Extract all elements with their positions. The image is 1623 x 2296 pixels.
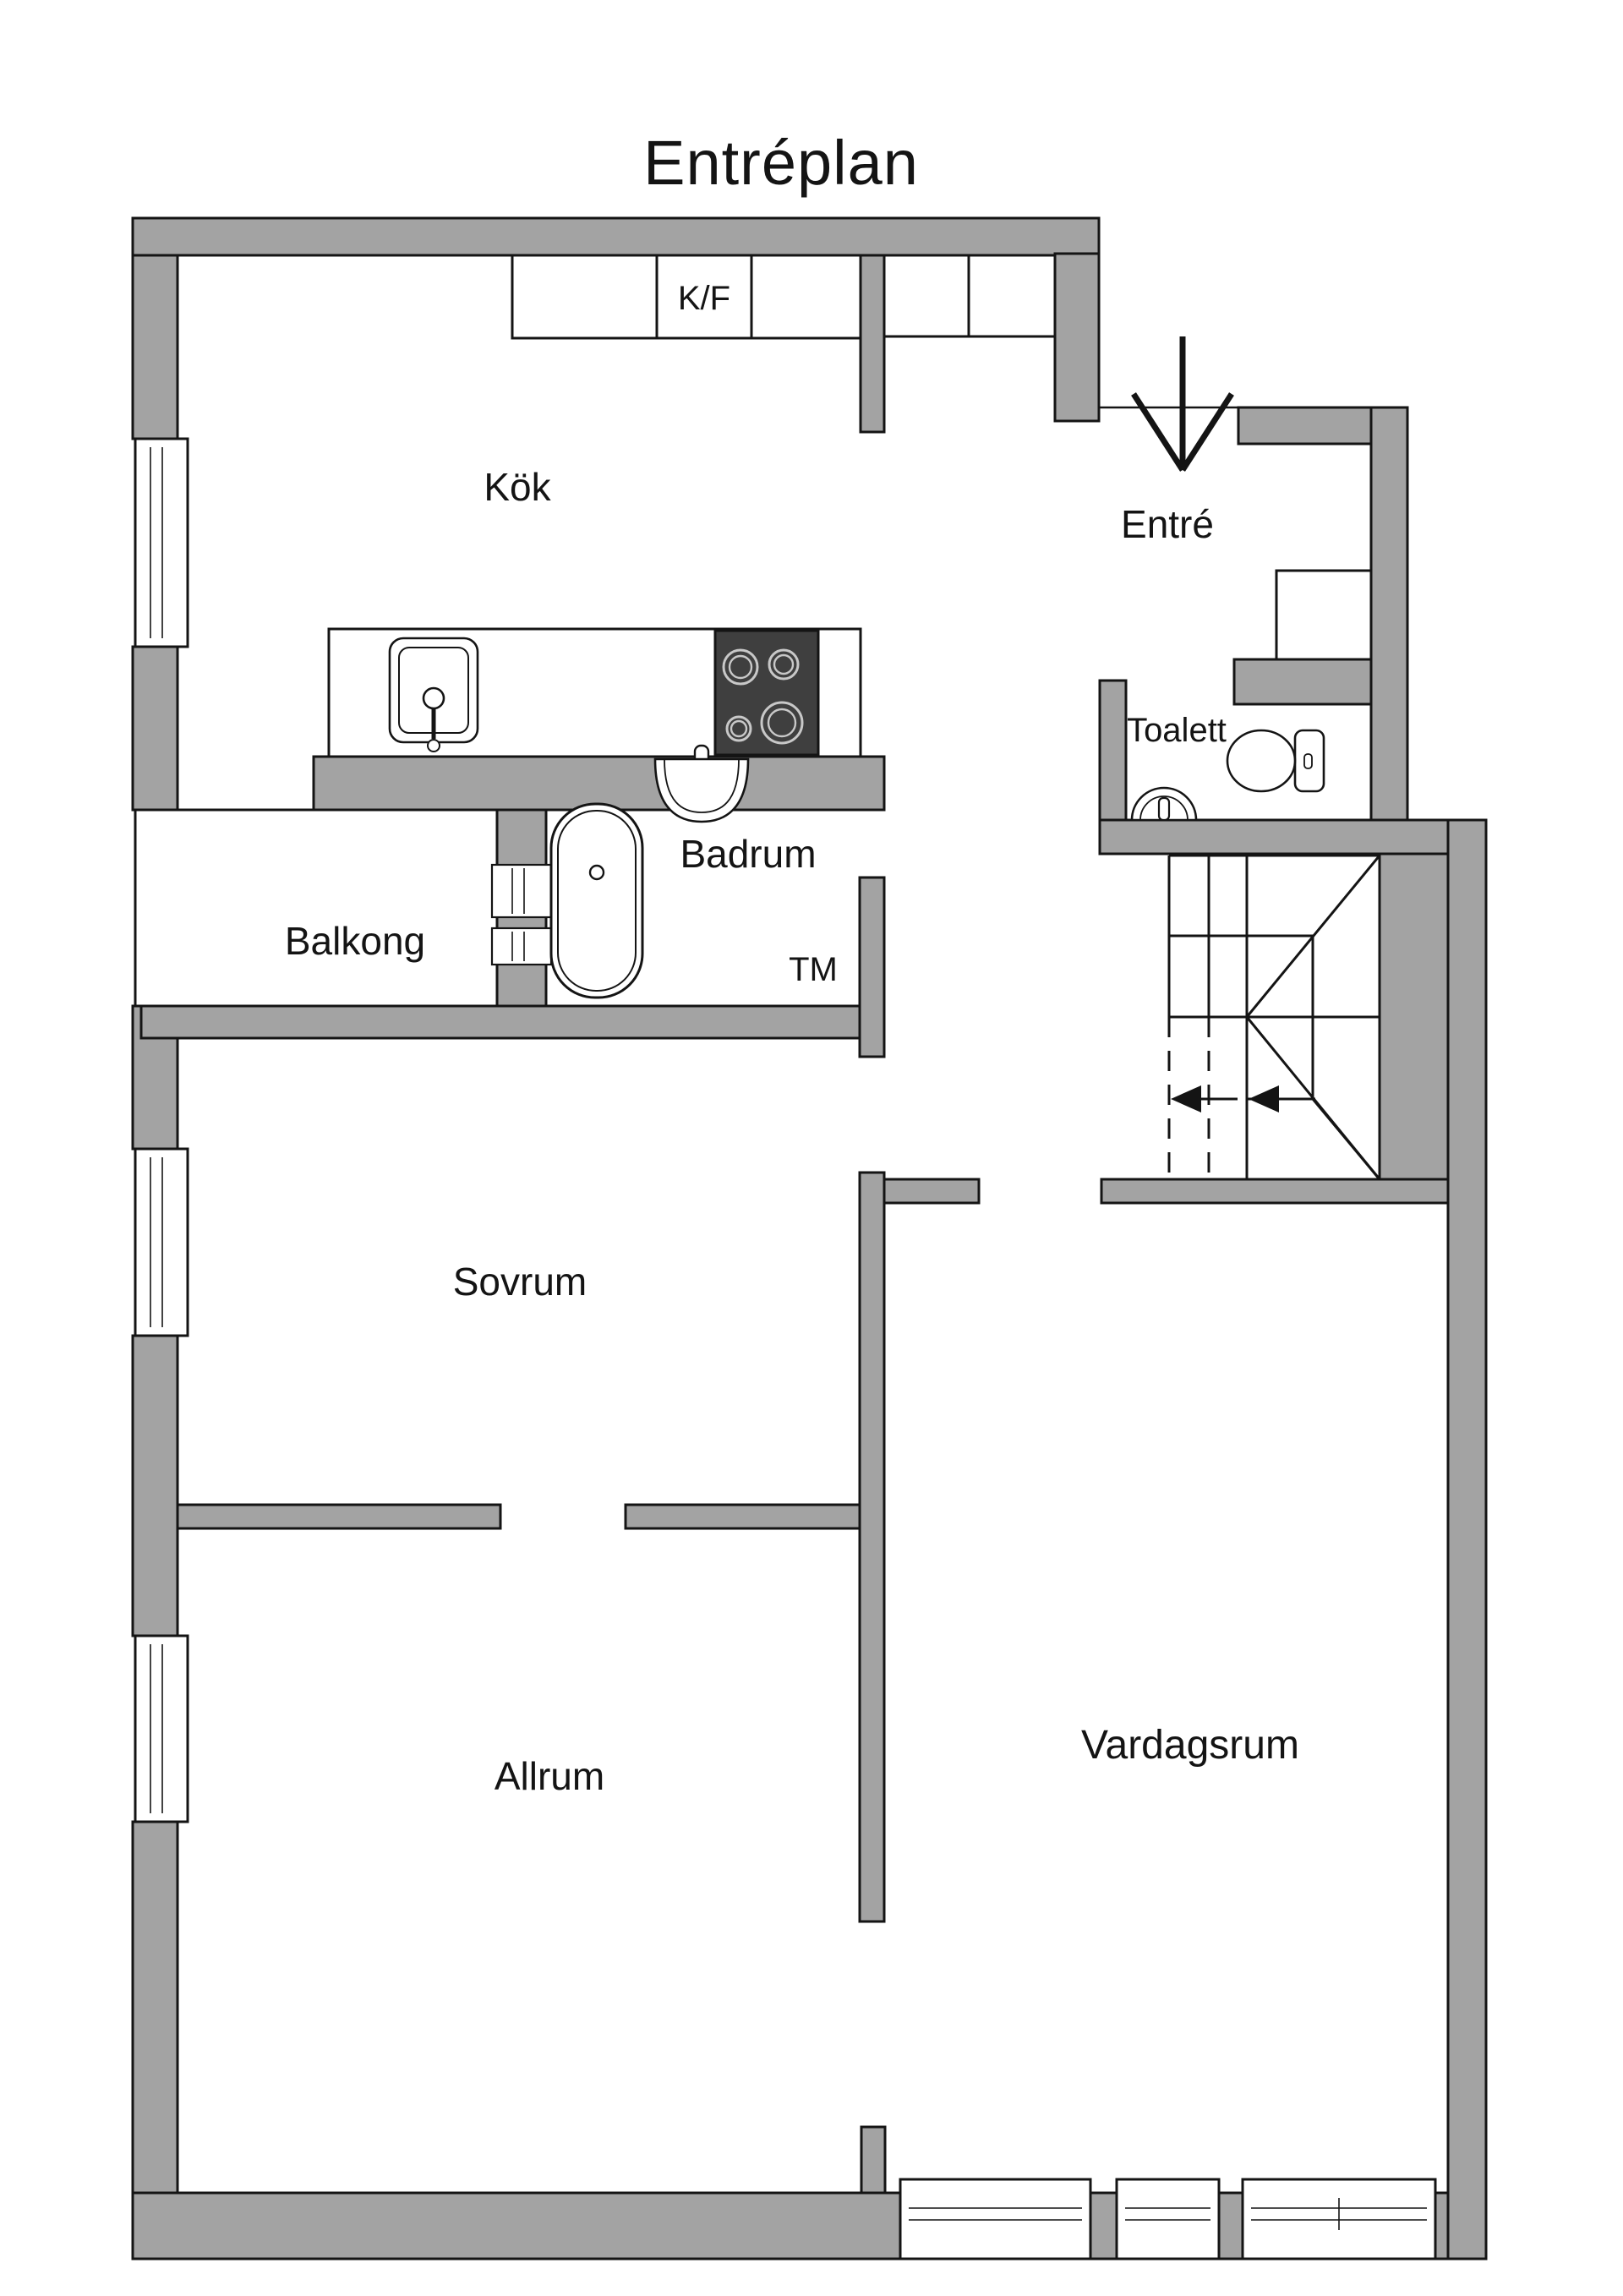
plan-labels: Entréplan Kök K/F Entré Toalett Balkong … — [285, 128, 1299, 1798]
wall-balcony-door-strip — [495, 808, 548, 1040]
stair-winder — [1245, 855, 1381, 1018]
window-familyroom — [134, 1634, 189, 1823]
window-bottom-2 — [1115, 2178, 1221, 2260]
window-kitchen — [134, 437, 189, 648]
room-label-entry: Entré — [1121, 502, 1214, 546]
wall-balcony-bathroom-bottom — [139, 1004, 886, 1040]
toilet-bowl — [1226, 729, 1297, 793]
entrance-arrow-wing-right — [1180, 392, 1234, 472]
entry-closet — [1275, 569, 1373, 661]
room-label-bathroom: Badrum — [680, 832, 816, 876]
cabinet-cell-3 — [883, 254, 970, 338]
bathroom-sink-bowl — [653, 757, 750, 823]
cabinet-cell-2 — [750, 254, 862, 340]
wall-left-4 — [131, 1334, 179, 1637]
wall-toilet-top — [1232, 658, 1373, 706]
kitchen-sink-drain — [427, 739, 440, 752]
wall-right-upper — [1369, 406, 1409, 856]
room-label-family-room: Allrum — [495, 1754, 604, 1798]
toilet-sink-bowl-inner — [1139, 795, 1189, 821]
bathroom-sink-bowl-inner — [664, 758, 740, 813]
entrance-arrow-wing-left — [1131, 392, 1185, 472]
wall-livingroom-door-stub — [883, 1178, 981, 1205]
room-label-toilet: Toalett — [1127, 712, 1227, 749]
room-label-living-room: Vardagsrum — [1081, 1723, 1299, 1768]
stove-burner — [730, 719, 748, 738]
window-bedroom — [134, 1147, 189, 1337]
wall-bedroom-familyroom-2 — [624, 1503, 861, 1530]
stove-burner — [725, 715, 752, 742]
wall-right-lower — [1446, 818, 1488, 2260]
wall-bottom-jamb — [860, 2125, 887, 2195]
cabinet-cell-1 — [511, 254, 658, 340]
bathtub-inner — [557, 810, 637, 992]
cabinet-cell-4 — [967, 254, 1057, 338]
stove-burner — [728, 654, 753, 680]
kitchen-sink-tap — [422, 686, 445, 710]
toilet-sink-tap — [1157, 796, 1171, 822]
room-label-balcony: Balkong — [285, 919, 425, 963]
wall-top — [131, 216, 1101, 257]
toilet-flush-button — [1303, 753, 1313, 769]
wall-below-counter — [312, 755, 886, 812]
room-label-kitchen: Kök — [484, 465, 551, 509]
balcony-door-upper — [490, 863, 553, 919]
wall-toilet-bottom — [1098, 818, 1450, 856]
wall-kitchen-hall-divider — [859, 254, 886, 434]
stove-burner — [773, 653, 795, 675]
stove-burner — [768, 648, 800, 681]
wall-stair-right — [1378, 852, 1450, 1205]
wall-central — [858, 1171, 886, 1923]
bathtub-outer — [549, 802, 644, 999]
wall-left-2 — [131, 645, 179, 812]
wall-left-5 — [131, 1820, 179, 2260]
wall-bathroom-right — [858, 876, 886, 1058]
stove-burner — [722, 648, 759, 686]
stair-winder — [1311, 1098, 1381, 1180]
wall-stair-bottom — [1100, 1178, 1450, 1205]
stove-burner — [767, 708, 797, 738]
plan-geometry — [131, 216, 1488, 2260]
wall-bedroom-familyroom-1 — [176, 1503, 502, 1530]
balcony-floor — [134, 808, 499, 1008]
bathtub-drain — [588, 864, 605, 881]
balcony-door-lower — [490, 927, 553, 966]
stair-direction-arrowhead — [1249, 1085, 1279, 1112]
room-label-bedroom: Sovrum — [453, 1260, 587, 1304]
wall-entry-chimney — [1053, 252, 1101, 423]
cabinet-cell-kf — [655, 254, 753, 340]
stair-direction-arrowhead — [1171, 1085, 1201, 1112]
appliance-label-fridge-freezer: K/F — [678, 280, 730, 317]
plan-title: Entréplan — [643, 128, 919, 198]
stove-burner — [760, 701, 804, 745]
appliance-label-washing-machine: TM — [789, 951, 838, 988]
window-bottom-1 — [899, 2178, 1092, 2260]
